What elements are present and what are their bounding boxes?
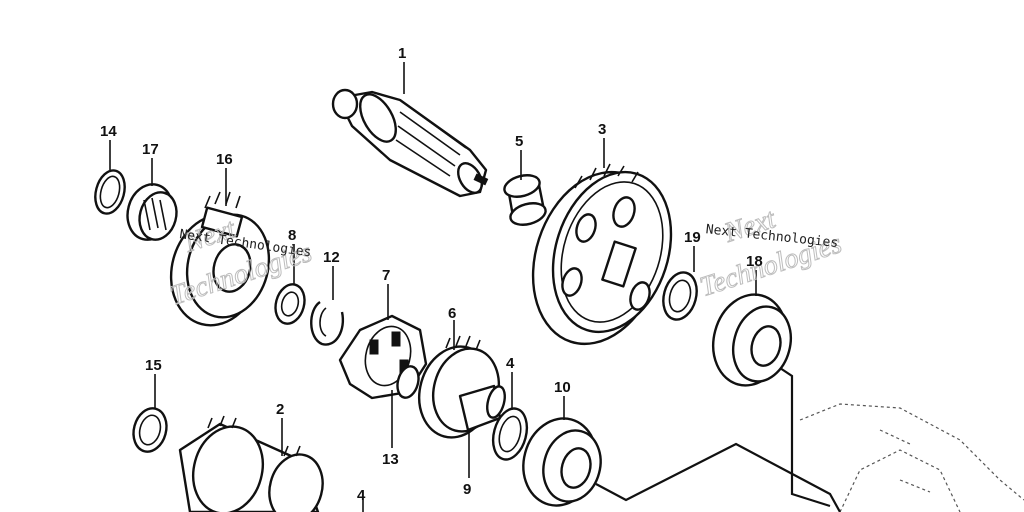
part-17-needle-bearing: [126, 183, 178, 241]
callout-16: 16: [216, 151, 233, 168]
part-3-large-gear: [531, 163, 673, 346]
part-12-circlip: [310, 301, 345, 346]
callout-3: 3: [598, 121, 606, 138]
callout-6: 6: [448, 305, 456, 322]
callout-18: 18: [746, 253, 763, 270]
callout-12: 12: [323, 249, 340, 266]
callout-17: 17: [142, 141, 159, 158]
part-13-ring: [396, 365, 420, 399]
callout-4: 4: [506, 355, 515, 372]
callout-13: 13: [382, 451, 399, 468]
callout-labels: 1 3 5 14 17 16 8 12 7 6 4 10 19 18 15 2 …: [100, 45, 763, 504]
callout-15: 15: [145, 357, 162, 374]
part-5-sleeve: [503, 174, 547, 226]
part-4-washer: [491, 407, 529, 461]
part-16-gear: [169, 191, 271, 327]
part-1-main-shaft: [331, 88, 489, 198]
callout-1: 1: [398, 45, 406, 62]
callout-2: 2: [276, 401, 284, 418]
leader-lines: [109, 62, 757, 512]
callout-14: 14: [100, 123, 117, 140]
connector-line: [779, 367, 831, 508]
part-10-ball-bearing: [522, 417, 602, 507]
part-6-gear: [418, 335, 506, 439]
part-15-ring: [132, 407, 168, 453]
part-2-cluster-gear: [178, 415, 324, 512]
connector-line: [595, 442, 841, 512]
part-19-washer: [662, 271, 698, 321]
callout-7: 7: [382, 267, 390, 284]
callout-5: 5: [515, 133, 523, 150]
part-14-ring: [94, 169, 126, 215]
callout-4-lower: 4: [357, 487, 366, 504]
callout-9: 9: [463, 481, 471, 498]
part-8-washer: [274, 283, 306, 325]
callout-10: 10: [554, 379, 571, 396]
callout-8: 8: [288, 227, 296, 244]
callout-19: 19: [684, 229, 701, 246]
part-18-ball-bearing: [712, 293, 792, 387]
housing-outline: [799, 403, 1024, 512]
